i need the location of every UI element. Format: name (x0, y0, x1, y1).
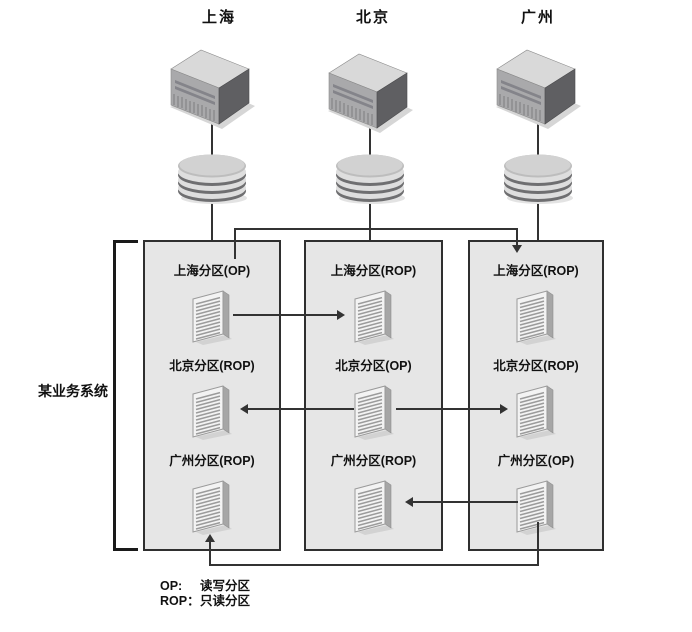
server-icon-guangzhou (495, 49, 582, 130)
replication-bj-to-sh-line (247, 408, 354, 410)
city-label-beijing: 北京 (355, 9, 390, 26)
system-bracket-top (113, 240, 138, 243)
legend-term-op: OP: (160, 579, 183, 593)
partition-label-sh-op: 上海分区(OP) (173, 264, 251, 278)
arrowhead-up-gz-rop-shanghai (205, 534, 215, 542)
partition-icon (192, 480, 233, 535)
partition-label-sh-rop: 上海分区(ROP) (493, 264, 579, 278)
legend-desc-rop: 只读分区 (200, 594, 251, 608)
database-icon-beijing (336, 154, 405, 204)
replication-bj-to-gz-line (396, 408, 501, 410)
partition-label-gz-rop: 广州分区(ROP) (330, 454, 417, 468)
partition-icon (516, 385, 557, 440)
partition-box-beijing: 上海分区(ROP) 北京分区(OP) 广州分区(ROP) (304, 240, 443, 551)
arrowhead-left-gz-rop-beijing (405, 497, 413, 507)
replication-gz-to-sh-drop (537, 522, 539, 566)
partition-icon (353, 480, 395, 535)
arrowhead-right-bj-rop-guangzhou (500, 404, 508, 414)
replication-gz-to-bj-line (412, 501, 518, 503)
replication-sh-to-bj-line (233, 314, 338, 316)
partition-icon (353, 385, 395, 440)
replication-gz-to-sh-rise (209, 541, 211, 566)
partition-icon (353, 290, 395, 345)
partition-box-shanghai: 上海分区(OP) 北京分区(ROP) 广州分区(ROP) (143, 240, 281, 551)
legend-row-rop: ROP： 只读分区 (160, 594, 250, 609)
partition-label-bj-op: 北京分区(OP) (335, 359, 412, 373)
server-icon-shanghai (169, 49, 256, 130)
legend: OP: 读写分区 ROP： 只读分区 (160, 579, 250, 609)
partition-icon (516, 290, 557, 345)
replication-sh-to-gz-top (234, 228, 518, 230)
replication-sh-to-gz-stub (234, 228, 236, 259)
database-icon-guangzhou (504, 154, 573, 204)
replication-gz-to-sh-bottom (209, 564, 539, 566)
partition-label-gz-op: 广州分区(OP) (497, 454, 575, 468)
system-bracket (113, 240, 116, 551)
arrowhead-left-bj-rop-shanghai (240, 404, 248, 414)
partition-box-guangzhou: 上海分区(ROP) 北京分区(ROP) 广州分区(OP) (468, 240, 604, 551)
partition-label-bj-rop: 北京分区(ROP) (493, 359, 579, 373)
database-icon-shanghai (178, 154, 247, 204)
legend-desc-op: 读写分区 (200, 579, 251, 593)
partition-label-sh-rop: 上海分区(ROP) (330, 264, 417, 278)
arrowhead-right-sh-rop-beijing (337, 310, 345, 320)
partition-icon (192, 290, 233, 345)
system-bracket-bottom (113, 548, 138, 551)
server-icon-beijing (327, 53, 414, 134)
arrowhead-down-into-guangzhou-box (512, 245, 522, 253)
partition-label-gz-rop: 广州分区(ROP) (169, 454, 255, 468)
partition-label-bj-rop: 北京分区(ROP) (169, 359, 255, 373)
partition-icon (516, 480, 557, 535)
legend-term-rop: ROP： (160, 594, 200, 608)
system-label: 某业务系统 (38, 383, 108, 399)
replication-sh-to-gz-drop (516, 228, 518, 246)
city-label-shanghai: 上海 (201, 9, 236, 26)
partition-icon (192, 385, 233, 440)
legend-row-op: OP: 读写分区 (160, 579, 250, 594)
city-label-guangzhou: 广州 (520, 9, 555, 26)
